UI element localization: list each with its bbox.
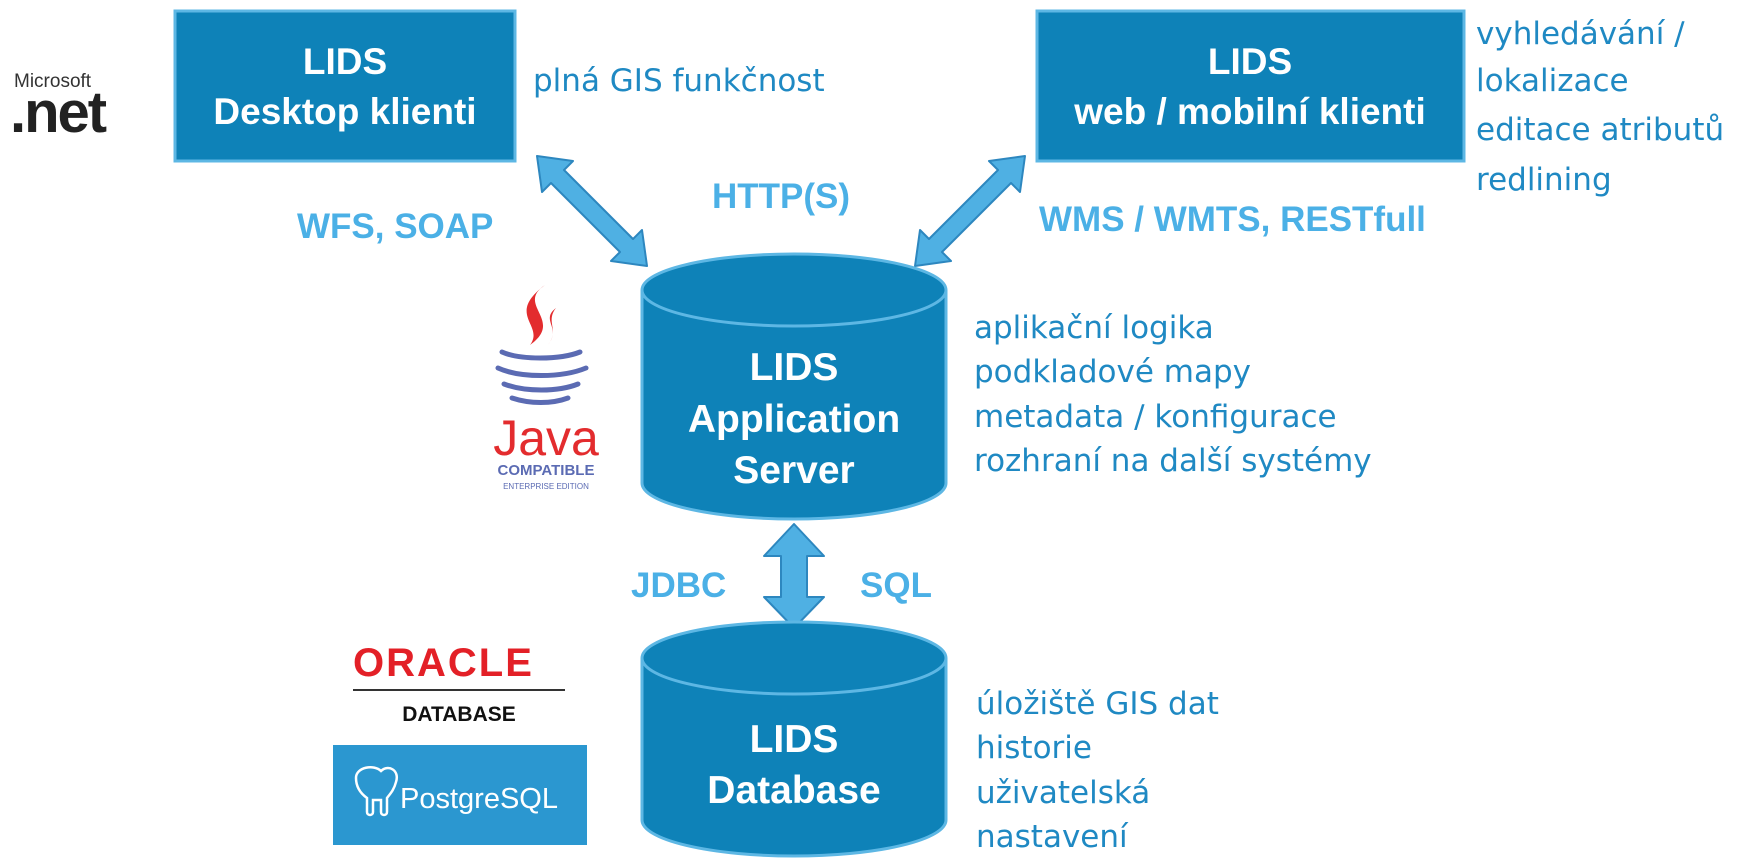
- oracle-logo-sub: DATABASE: [402, 703, 516, 726]
- web-client-box: LIDS web / mobilní klienti: [1035, 9, 1466, 163]
- app-server-description-2: podkladové mapy: [974, 354, 1251, 390]
- web-client-title-line1: LIDS: [1208, 41, 1292, 82]
- arrow-desktop-to-server: [536, 155, 648, 267]
- dotnet-logo: Microsoft .net: [10, 71, 109, 145]
- database-description-2: historie: [976, 730, 1092, 766]
- desktop-client-title-line2: Desktop klienti: [213, 91, 476, 132]
- oracle-logo-text: ORACLE: [353, 641, 534, 685]
- web-client-description-3: editace atributů: [1476, 112, 1724, 148]
- database-title-line2: Database: [707, 769, 880, 812]
- postgresql-logo-text: PostgreSQL: [400, 783, 558, 815]
- app-server-description-4: rozhraní na další systémy: [974, 443, 1372, 479]
- dotnet-logo-text: .net: [10, 80, 107, 145]
- database-description-3: uživatelská: [976, 775, 1150, 811]
- java-logo: Java COMPATIBLE ENTERPRISE EDITION: [493, 285, 599, 491]
- java-logo-edition: ENTERPRISE EDITION: [503, 482, 589, 491]
- postgresql-elephant-icon: [354, 765, 399, 817]
- app-server-description-1: aplikační logika: [974, 310, 1214, 346]
- web-client-description-2: lokalizace: [1476, 63, 1629, 99]
- java-logo-compatible: COMPATIBLE: [498, 462, 595, 479]
- dotnet-logo-brand: Microsoft: [14, 71, 92, 92]
- desktop-client-title-line1: LIDS: [303, 41, 387, 82]
- desktop-client-description: plná GIS funkčnost: [533, 63, 825, 99]
- java-logo-text: Java: [493, 410, 599, 466]
- app-server-cylinder: LIDS Application Server: [640, 252, 948, 521]
- java-cup-icon: [495, 349, 589, 405]
- protocol-label-http: HTTP(S): [712, 177, 850, 216]
- protocol-label-sql: SQL: [860, 566, 932, 605]
- web-client-description-1: vyhledávání /: [1476, 16, 1685, 52]
- app-server-title-line1: LIDS: [750, 346, 839, 389]
- protocol-label-wms-rest: WMS / WMTS, RESTfull: [1039, 200, 1426, 239]
- postgresql-logo: PostgreSQL: [333, 745, 587, 845]
- arrow-server-to-database: [763, 523, 825, 629]
- database-description-1: úložiště GIS dat: [976, 686, 1219, 722]
- database-description-4: nastavení: [976, 819, 1129, 855]
- protocol-label-wfs-soap: WFS, SOAP: [297, 207, 493, 246]
- java-steam-icon: [526, 285, 545, 345]
- oracle-logo: ORACLE DATABASE: [353, 641, 565, 726]
- java-steam-icon-2: [548, 308, 556, 345]
- protocol-label-jdbc: JDBC: [631, 566, 726, 605]
- database-title-line1: LIDS: [750, 718, 839, 761]
- app-server-title-line2: Application: [688, 398, 900, 441]
- desktop-client-box: LIDS Desktop klienti: [173, 9, 517, 163]
- web-client-title-line2: web / mobilní klienti: [1073, 91, 1426, 132]
- database-cylinder: LIDS Database: [640, 620, 948, 858]
- arrow-server-to-web: [914, 155, 1026, 267]
- app-server-title-line3: Server: [733, 449, 854, 492]
- app-server-description-3: metadata / konfigurace: [974, 399, 1337, 435]
- web-client-description-4: redlining: [1476, 162, 1612, 198]
